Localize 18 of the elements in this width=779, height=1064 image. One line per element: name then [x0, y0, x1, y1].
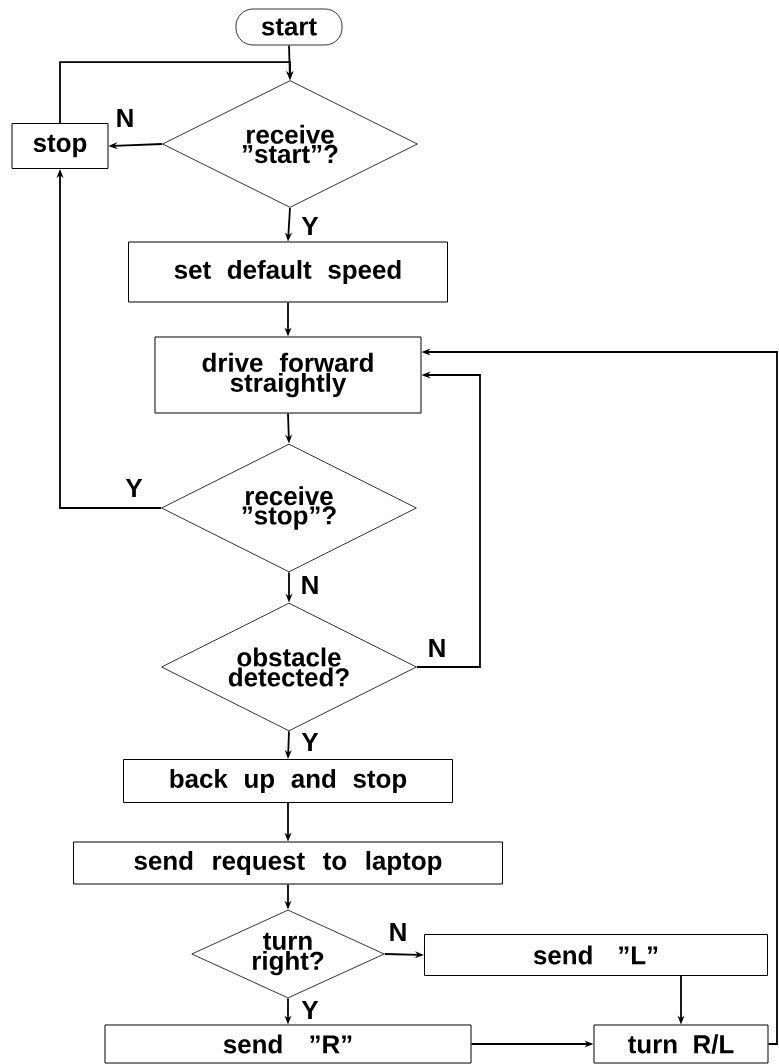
edge-label: N	[390, 923, 406, 941]
edge-label: N	[117, 109, 133, 127]
terminal-box: start	[235, 8, 343, 46]
process-box: back up and stop	[123, 759, 453, 803]
process-box: send ”R”	[104, 1024, 472, 1064]
edge-label: Y	[125, 479, 143, 497]
arrow	[59, 61, 294, 124]
process-box: turn R/L	[593, 1024, 769, 1064]
process-box: stop	[11, 123, 109, 169]
process-box: set default speed	[128, 241, 448, 303]
process-box: drive forward straightly	[154, 336, 422, 414]
edge-label: N	[429, 639, 445, 657]
process-box: send ”L”	[424, 934, 768, 976]
edge-label: Y	[301, 217, 319, 235]
process-box: send request to laptop	[73, 841, 503, 885]
edge-label: Y	[301, 733, 319, 751]
edge-label: N	[302, 576, 318, 594]
edge-label: Y	[301, 1001, 319, 1019]
